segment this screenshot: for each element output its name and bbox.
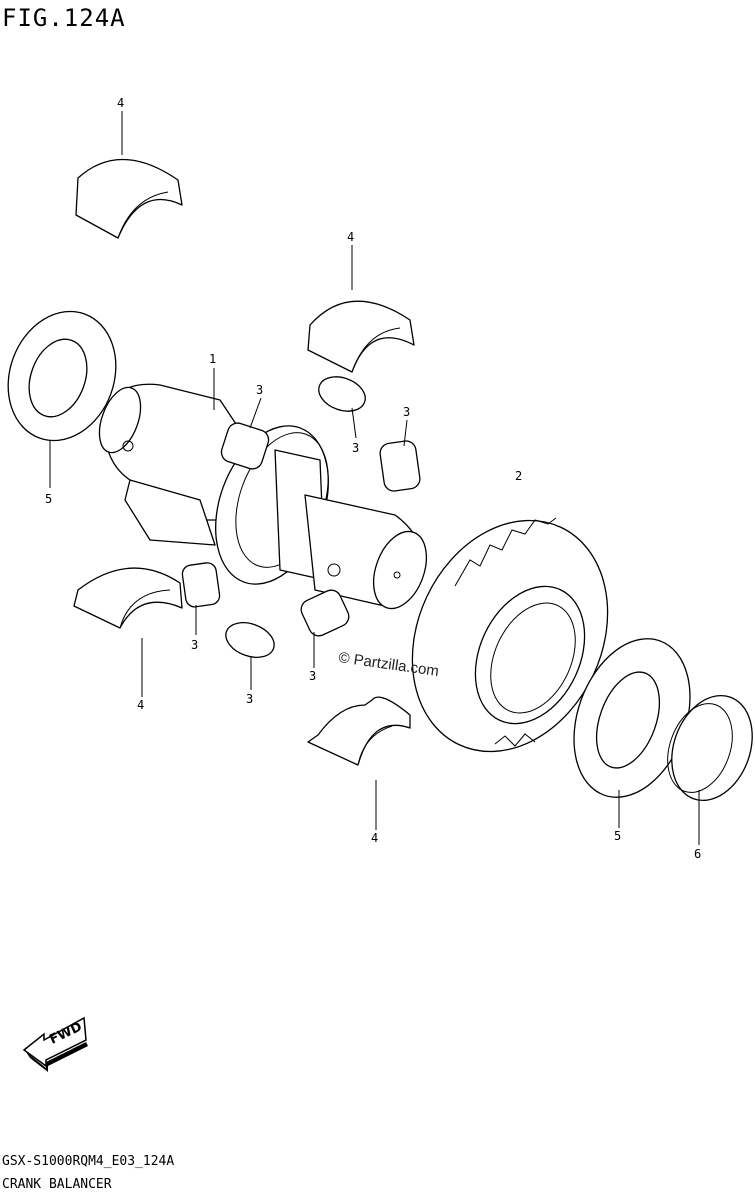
callout-4-bottom-left: 4 [137, 698, 144, 712]
callout-3-d: 3 [191, 638, 198, 652]
bearing-shell-top-left[interactable] [75, 158, 183, 239]
callout-4-top-left: 4 [117, 96, 124, 110]
bearing-shell-bottom-left[interactable] [73, 567, 183, 629]
callout-3-c: 3 [352, 441, 359, 455]
bearing-key-3[interactable] [379, 440, 421, 493]
figure-code: GSX-S1000RQM4_E03_124A [2, 1154, 175, 1169]
callout-4-bottom-middle: 4 [371, 831, 378, 845]
callout-1: 1 [209, 352, 216, 366]
bearing-key-2[interactable] [314, 371, 370, 417]
callout-3-e: 3 [309, 669, 316, 683]
bearing-shell-top-middle[interactable] [307, 300, 415, 373]
callout-3-a: 3 [256, 383, 263, 397]
callout-3-b: 3 [403, 405, 410, 419]
callout-3-f: 3 [246, 692, 253, 706]
callout-5-left: 5 [45, 492, 52, 506]
fwd-arrow-icon: FWD [22, 1016, 88, 1072]
bearing-key-1[interactable] [219, 420, 271, 471]
bearing-key-5[interactable] [221, 616, 279, 663]
bearing-key-6[interactable] [298, 587, 352, 639]
balancer-driven-gear[interactable] [376, 488, 644, 783]
callout-2: 2 [515, 469, 522, 483]
callout-6: 6 [694, 847, 701, 861]
shaft-plug[interactable] [656, 684, 755, 811]
leader-lines [49, 111, 700, 845]
callout-5-right: 5 [614, 829, 621, 843]
bearing-shell-bottom-middle[interactable] [307, 696, 411, 766]
thrust-washer-right[interactable] [553, 622, 711, 813]
callout-4-top-middle: 4 [347, 230, 354, 244]
figure-title: FIG.124A [2, 4, 126, 32]
figure-name: CRANK BALANCER [2, 1177, 112, 1192]
bearing-key-4[interactable] [181, 562, 221, 608]
thrust-washer-left[interactable] [0, 296, 133, 456]
